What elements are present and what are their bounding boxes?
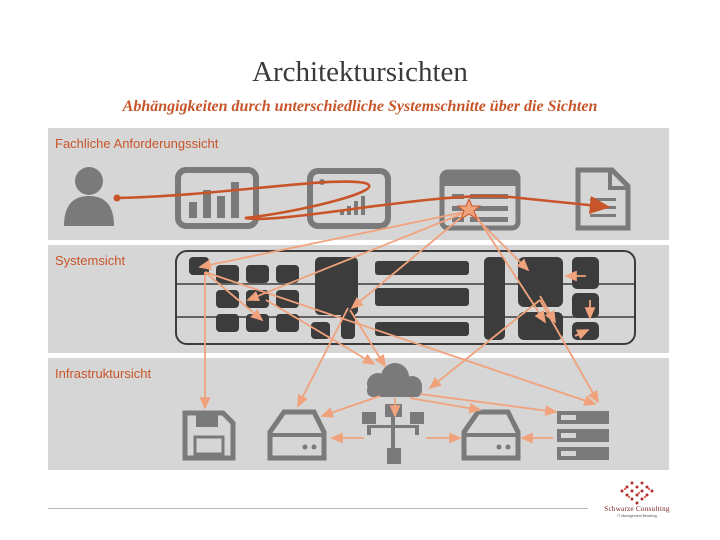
dashboard-icon — [307, 168, 391, 229]
hard-drive-icon — [267, 409, 327, 461]
cloud-icon — [367, 363, 422, 397]
bar-chart-icon — [175, 167, 259, 229]
company-logo: Schwarze Consulting IT Management Beratu… — [592, 478, 682, 522]
band-label-system: Systemsicht — [55, 253, 126, 268]
form-icon — [439, 169, 521, 231]
star-icon — [456, 197, 482, 221]
process-flow-path — [113, 180, 611, 221]
hard-drive-icon-2 — [461, 409, 521, 461]
logo-tagline: IT Management Beratung — [617, 514, 657, 518]
floppy-disk-icon — [182, 410, 236, 461]
dependency-arrows — [198, 210, 599, 444]
band-business-view: Fachliche Anforderungssicht — [48, 128, 669, 240]
band-label-infrastructure: Infrastruktursicht — [55, 366, 152, 381]
document-icon — [575, 167, 631, 231]
server-icon — [557, 411, 609, 460]
network-icon — [362, 404, 424, 464]
logo-mark-icon — [620, 481, 654, 505]
page-title: Architektursichten — [252, 56, 468, 88]
band-label-business: Fachliche Anforderungssicht — [55, 136, 219, 151]
user-icon — [64, 167, 114, 226]
footer-divider — [48, 508, 588, 509]
page-subtitle: Abhängigkeiten durch unterschiedliche Sy… — [122, 98, 598, 115]
logo-company-name: Schwarze Consulting — [604, 505, 670, 513]
